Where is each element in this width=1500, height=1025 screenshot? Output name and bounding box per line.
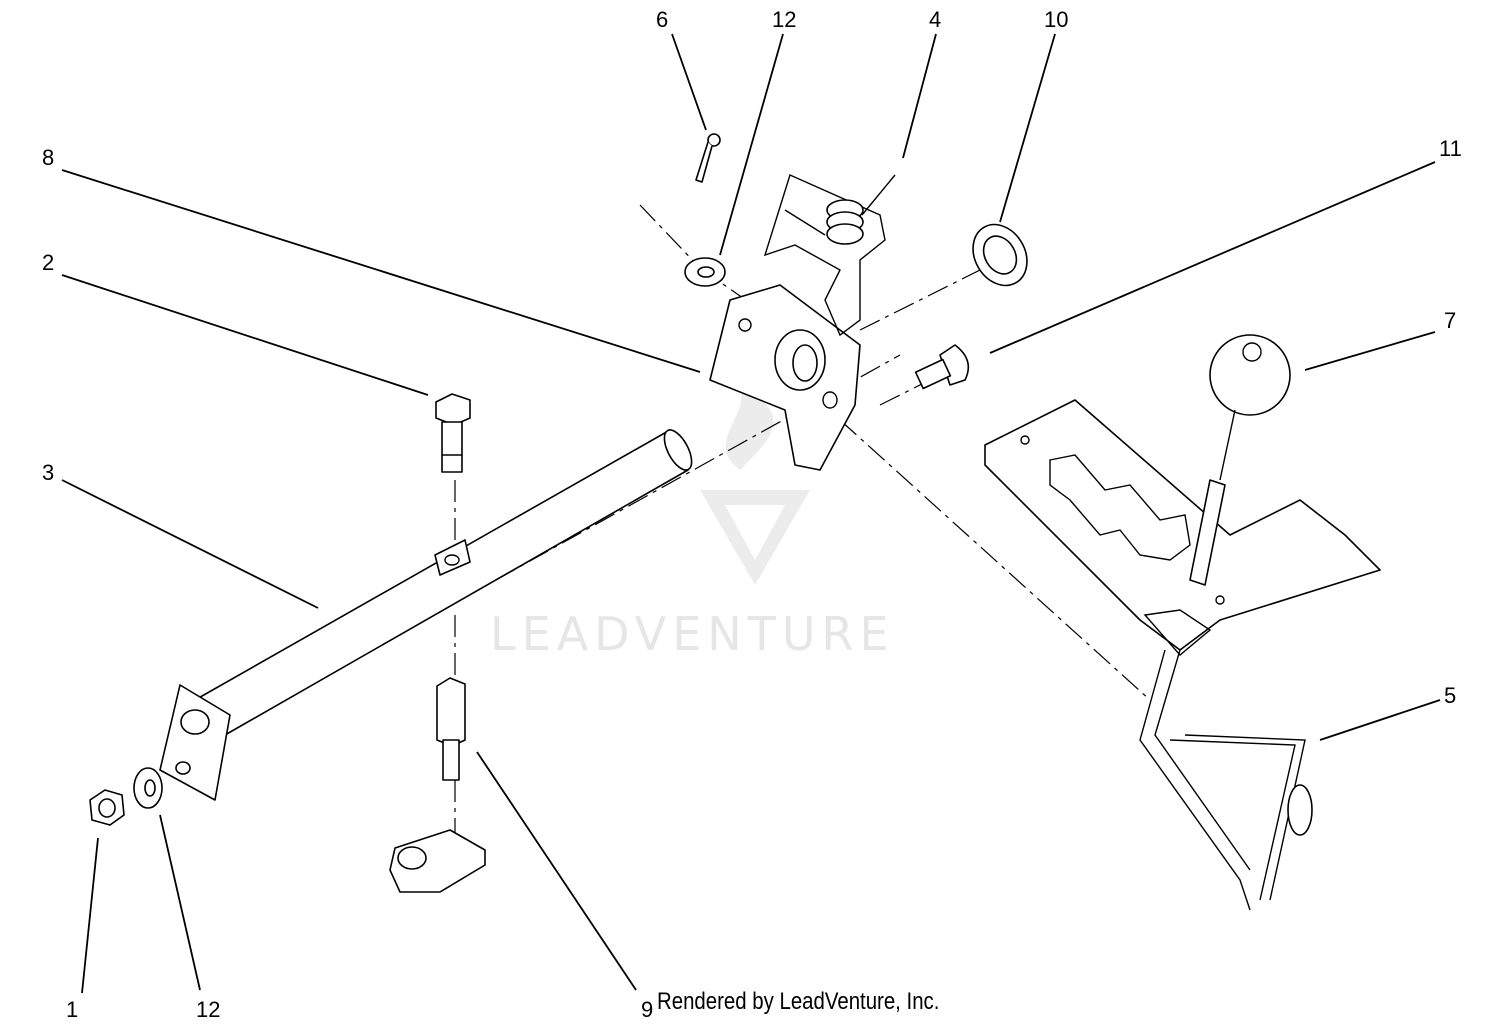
pivot-bracket — [709, 284, 861, 471]
watermark-logo — [700, 380, 810, 585]
leader-lines — [61, 33, 1441, 994]
callout-7: 7 — [1444, 308, 1456, 333]
carriage-bolt — [914, 344, 970, 390]
callout-5: 5 — [1444, 683, 1456, 708]
washer-lower — [133, 767, 163, 809]
shift-lever-rod — [1139, 479, 1313, 911]
callout-2: 2 — [42, 250, 54, 275]
watermark-text: LEADVENTURE — [490, 607, 895, 661]
callout-12-bottom: 12 — [196, 997, 220, 1022]
hex-spacer — [389, 677, 486, 893]
callout-4: 4 — [929, 7, 941, 32]
callout-1: 1 — [66, 997, 78, 1022]
washer-upper — [684, 257, 726, 287]
hex-nut — [89, 789, 125, 826]
hex-bolt — [435, 393, 471, 473]
flat-washer — [972, 223, 1028, 287]
callout-11: 11 — [1439, 136, 1462, 161]
cotter-pin — [695, 133, 721, 183]
callout-9: 9 — [641, 997, 653, 1022]
callout-12-top: 12 — [772, 7, 796, 32]
shift-plate — [984, 399, 1381, 651]
shift-knob — [1209, 334, 1291, 481]
callout-6: 6 — [656, 7, 668, 32]
callout-10: 10 — [1044, 7, 1068, 32]
render-credit: Rendered by LeadVenture, Inc. — [657, 988, 940, 1015]
callout-numbers: 8 2 3 1 12 9 6 12 4 10 11 7 5 — [42, 7, 1462, 1022]
callout-3: 3 — [42, 460, 54, 485]
shift-shaft — [159, 429, 693, 801]
assembly-axis-lines — [229, 204, 1161, 835]
callout-8: 8 — [42, 145, 54, 170]
torsion-spring — [763, 174, 896, 337]
